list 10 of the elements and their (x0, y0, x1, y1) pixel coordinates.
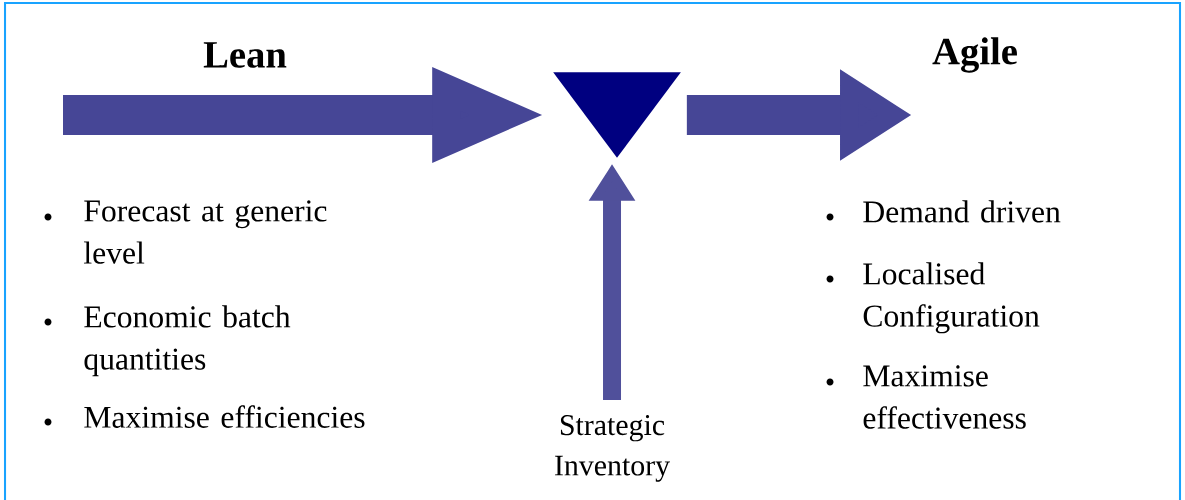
bullet-item: Economic batch quantities (44, 305, 291, 377)
triangle-shape (553, 72, 681, 158)
caption-text: Strategic Inventory (555, 415, 670, 482)
edge-label: Agile (932, 37, 1017, 73)
bullet-item: Localised Configuration (826, 262, 1040, 334)
bullet-item: Demand driven (826, 200, 1061, 223)
bullet-item: Forecast at generic level (44, 200, 327, 264)
bullet-item: Maximise efficiencies (44, 405, 365, 428)
bullet-item: Maximise effectiveness (826, 365, 1026, 429)
edge-label: Lean (203, 42, 287, 68)
